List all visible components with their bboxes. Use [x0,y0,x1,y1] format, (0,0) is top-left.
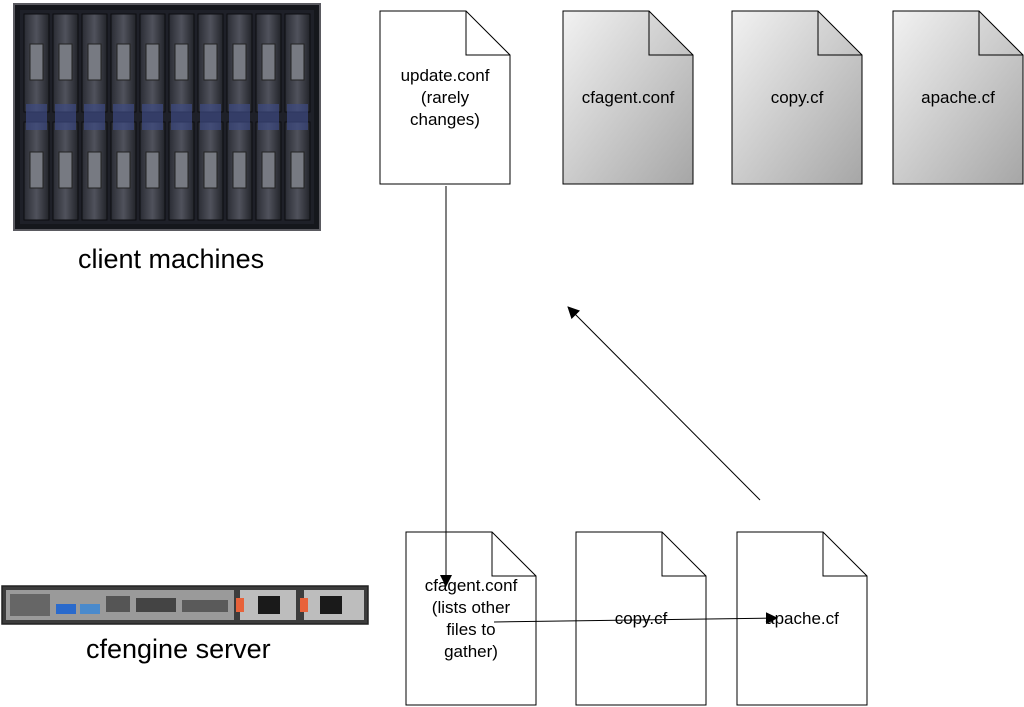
server-doc-0 [405,531,537,706]
server-doc-2-label: apache.cf [765,608,839,628]
cfengine-server-label: cfengine server [86,634,271,664]
server-doc-0-fold [491,532,536,577]
client-doc-3 [892,10,1024,185]
server-doc-1-label: copy.cf [614,608,668,628]
server-doc-2 [736,531,868,706]
client-doc-0-label: update.conf (rarely changes) [400,65,490,129]
server-doc-1 [575,531,707,706]
client-doc-1 [562,10,694,185]
blade-rack-icon [13,3,321,231]
server-doc-0-label: cfagent.conf (lists other files to gathe… [424,575,518,661]
apache-to-client-arrow [567,306,761,501]
cfagent-to-apache-arrow [493,612,778,625]
client-doc-1-fold [648,11,693,56]
client-doc-0-fold [465,11,510,56]
client-doc-3-label: apache.cf [921,87,995,107]
client-doc-2 [731,10,863,185]
client-doc-0 [379,10,511,185]
client-doc-1-label: cfagent.conf [581,87,675,107]
server-doc-2-fold [822,532,867,577]
server-doc-1-fold [661,532,706,577]
client-doc-2-label: copy.cf [770,87,824,107]
rack-server-icon [1,585,369,625]
client-doc-3-fold [978,11,1023,56]
client-machines-label: client machines [78,244,265,274]
client-doc-2-fold [817,11,862,56]
